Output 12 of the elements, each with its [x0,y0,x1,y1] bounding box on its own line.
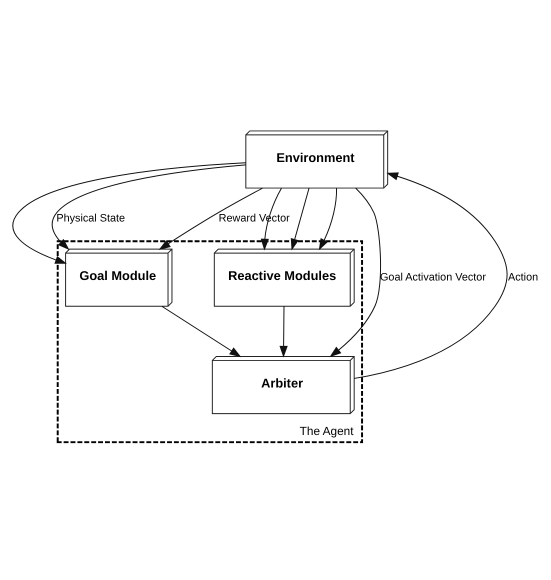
arrow [52,164,246,250]
arrow [279,305,288,358]
arrow [158,187,264,250]
arrow [330,187,382,357]
edge-label: Physical State [56,212,126,224]
arrow [354,172,508,378]
edge-label: Goal Activation Vector [380,270,486,283]
arrow [290,187,310,250]
arrow [12,162,246,264]
arrow [162,305,242,357]
arrow [318,187,338,250]
edge-label: Action [508,270,538,283]
